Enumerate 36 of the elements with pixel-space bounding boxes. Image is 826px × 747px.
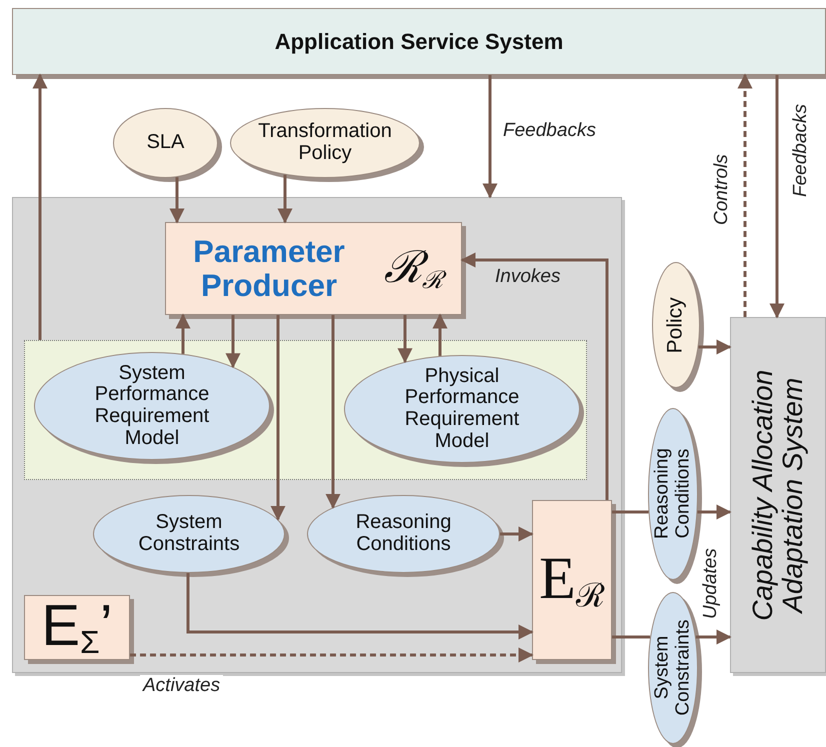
arrow [326,315,340,509]
system-box [730,317,826,673]
node-label: Parameter Producer [192,235,346,302]
arrow [278,174,292,224]
node-label: SLA [146,132,184,154]
arrow [270,315,286,521]
node-label: Physical Performance Requirement Model [404,366,520,452]
arrow [398,315,412,364]
arrow [460,252,608,500]
arrow [186,573,534,640]
node-label: E$_{ℛ}$ [539,546,605,614]
node-label: Application Service System [274,30,564,54]
arrow [696,630,732,644]
arrow [738,74,752,317]
arrow [770,75,784,318]
arrow [130,648,534,662]
arrow [32,74,48,340]
arrow [170,177,184,224]
arrow [482,75,498,198]
node-label: Transformation Policy [257,121,393,165]
dotted-panel [24,340,587,480]
node-label: Reasoning Conditions [652,448,694,542]
arrow [176,314,190,354]
node-label: System Performance Requirement Model [94,362,210,450]
arrow [697,504,732,520]
node-label: Capability Allocation Adaptation System [748,368,808,623]
node-label: System Constraints [652,618,694,718]
container-panel [12,197,622,673]
node-label: System Constraints [137,512,241,556]
arrow [500,526,534,542]
arrow [698,340,732,354]
node-label: Policy [664,296,688,353]
arrow [432,314,448,356]
node-label: Reasoning Conditions [354,512,452,556]
arrow [226,315,240,368]
node-label: E$_{Σ}$’ [41,595,113,660]
